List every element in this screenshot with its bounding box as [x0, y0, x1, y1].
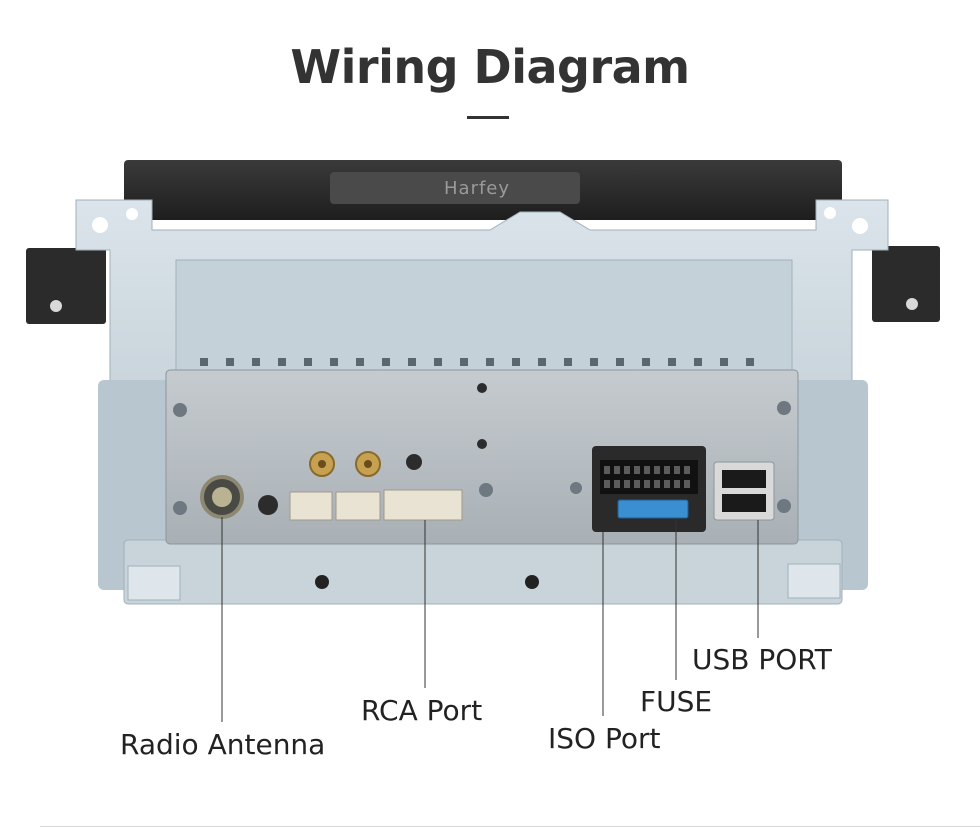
screw: [570, 482, 582, 494]
right-bracket: [872, 246, 940, 322]
fuse-label: FUSE: [640, 685, 713, 718]
plate-hole: [315, 575, 329, 589]
iso-port: [600, 460, 698, 494]
screw: [173, 501, 187, 515]
screw: [173, 403, 187, 417]
panel-hole: [477, 439, 487, 449]
screw: [479, 483, 493, 497]
usb-port-label: USB PORT: [692, 643, 832, 676]
plate-hole: [852, 218, 868, 234]
right-bracket-hole: [906, 298, 918, 310]
plate-hole: [92, 217, 108, 233]
radio-antenna-label: Radio Antenna: [120, 728, 326, 761]
plate-hole: [525, 575, 539, 589]
chassis-bottom: [123, 539, 843, 605]
usb-port-upper: [722, 470, 766, 488]
brand-label: Harfey: [444, 178, 511, 199]
plate-hole: [126, 208, 138, 220]
panel-hole: [406, 454, 422, 470]
diagram-title: Wiring Diagram: [290, 40, 690, 94]
iso-port-label: ISO Port: [548, 722, 661, 755]
rca-connector: [383, 489, 463, 521]
plate-hole: [824, 207, 836, 219]
bezel-slot: [330, 172, 580, 204]
panel-hole: [477, 383, 487, 393]
iso-pins: [604, 466, 690, 488]
left-bracket: [26, 248, 106, 324]
rca-connector: [289, 491, 333, 521]
title-underline: [467, 116, 509, 119]
rca-connector: [335, 491, 381, 521]
vent-slots: [200, 358, 754, 366]
screw: [777, 401, 791, 415]
corner-tab: [127, 565, 181, 601]
screw: [777, 499, 791, 513]
left-bracket-hole: [50, 300, 62, 312]
usb-port-lower: [722, 494, 766, 512]
upper-housing: [175, 259, 793, 371]
rca-port-label: RCA Port: [361, 694, 483, 727]
corner-tab: [787, 563, 841, 599]
ground-hole: [258, 495, 278, 515]
fuse: [617, 499, 689, 519]
